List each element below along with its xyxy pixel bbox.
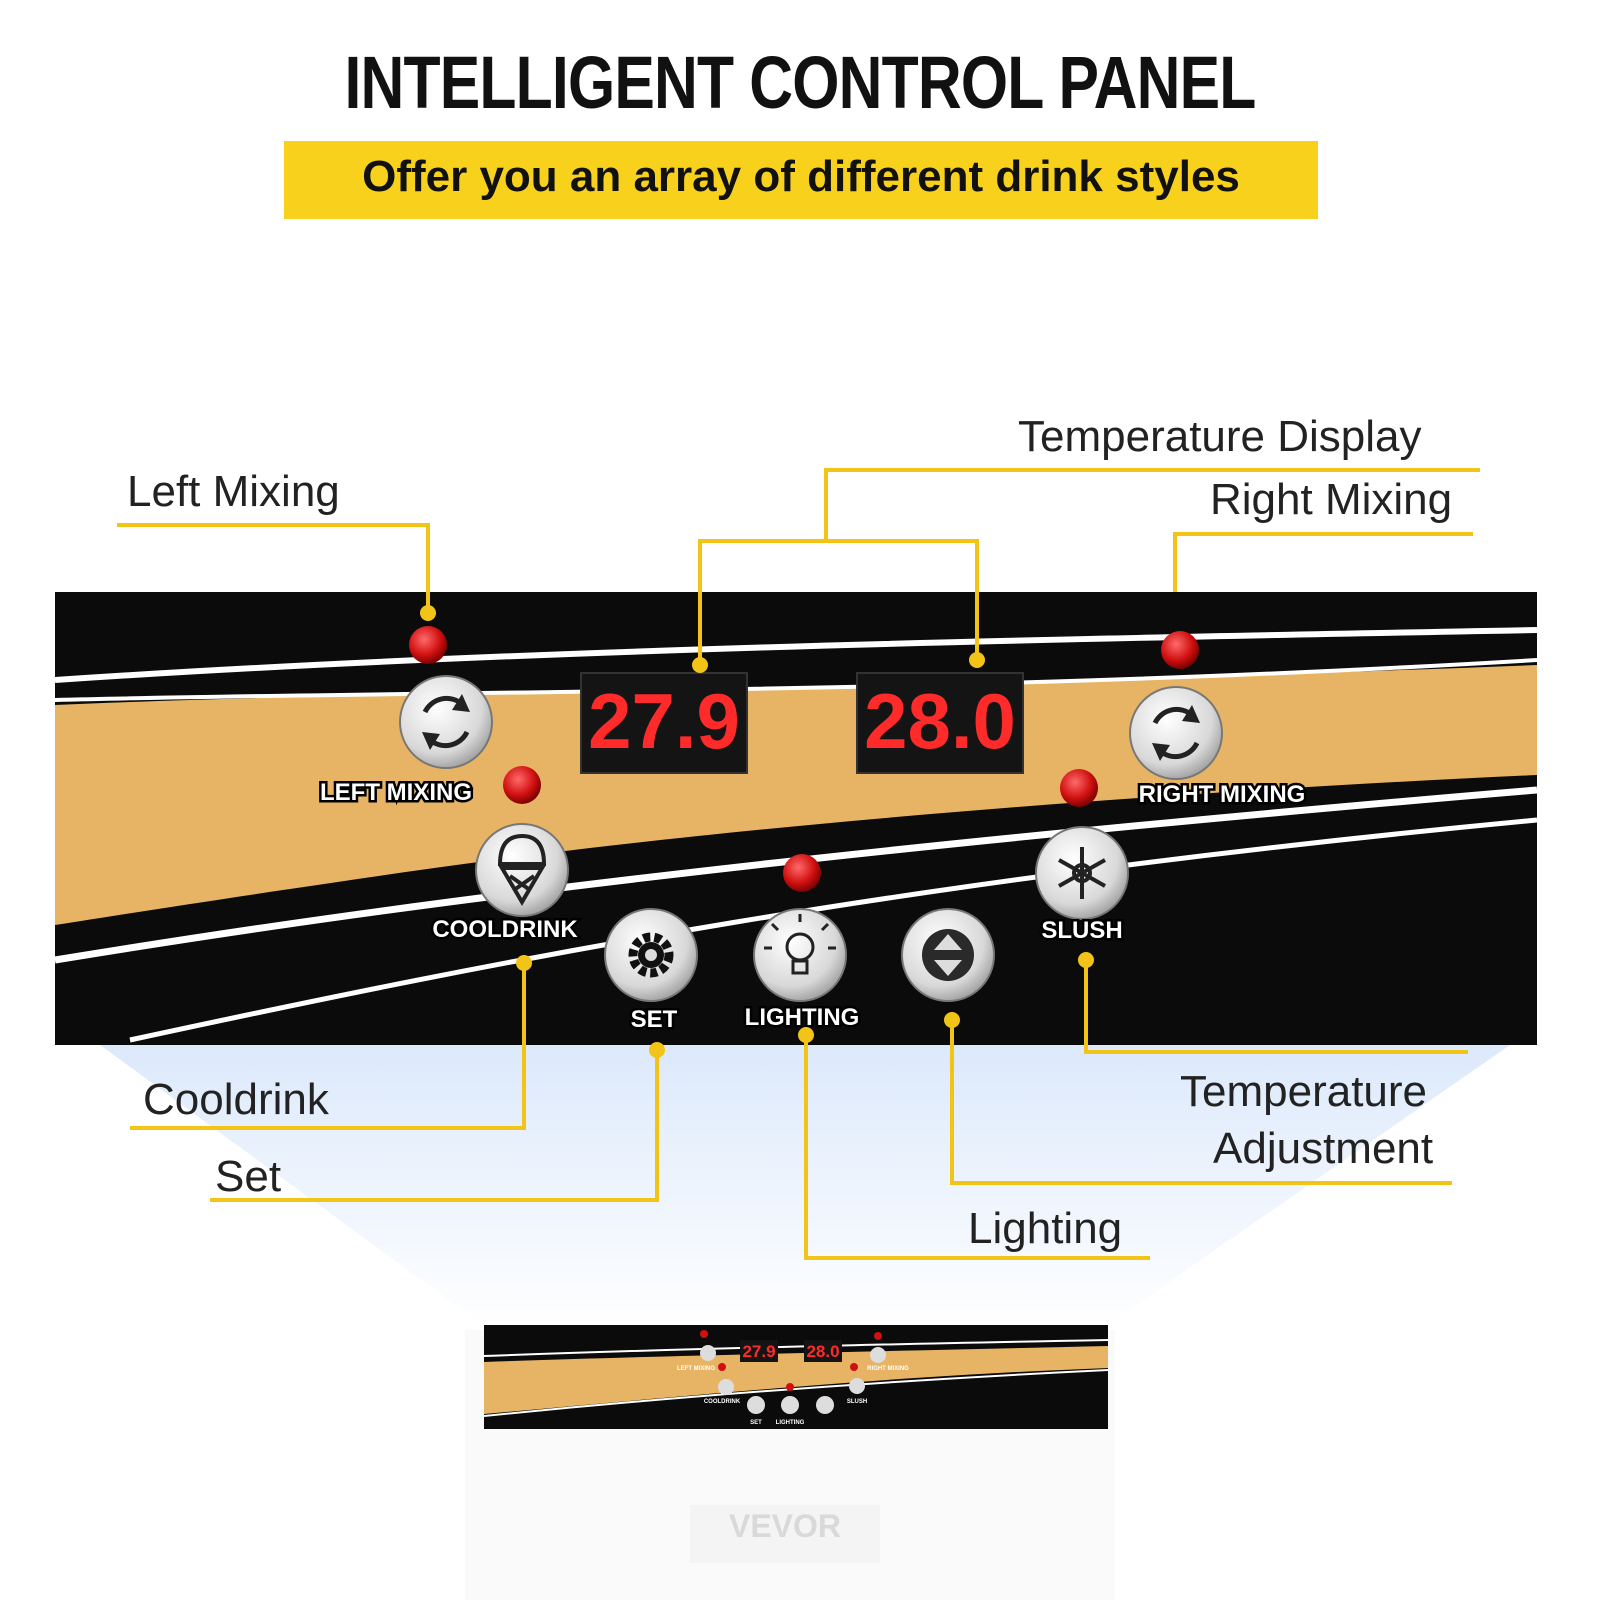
mini-label-left-mixing: LEFT MIXING (677, 1366, 715, 1372)
left-mixing-button[interactable] (399, 675, 493, 769)
panel-label-left-mixing: LEFT MIXING (320, 779, 472, 806)
page-subtitle: Offer you an array of different drink st… (362, 152, 1240, 201)
lighting-button[interactable] (753, 908, 847, 1002)
slush-button[interactable] (1035, 826, 1129, 920)
snowflake-icon (1058, 847, 1106, 899)
subtitle-band (284, 141, 1318, 219)
leader-set (210, 1050, 659, 1202)
callout-right-mixing: Right Mixing (1210, 475, 1453, 524)
mini-control-panel: 27.9 28.0 LEFT MIXING RIGHT MIXING COOLD… (483, 1325, 1109, 1429)
callout-set: Set (215, 1152, 282, 1201)
right-display-value: 28.0 (864, 677, 1016, 765)
set-button[interactable] (604, 908, 698, 1002)
callout-temperature-display: Temperature Display (1018, 412, 1422, 461)
leader-cooldrink (130, 963, 526, 1130)
panel-label-set: SET (631, 1006, 678, 1033)
mini-label-lighting: LIGHTING (776, 1420, 805, 1426)
light-bulb-icon (764, 914, 836, 975)
callout-leader-lines (117, 468, 1480, 1260)
ice-cream-icon (497, 833, 547, 906)
callout-temperature-adjustment-2: Adjustment (1213, 1124, 1434, 1173)
mini-label-right-mixing: RIGHT MIXING (867, 1366, 909, 1372)
panel-label-lighting: LIGHTING (745, 1004, 860, 1031)
callout-left-mixing: Left Mixing (127, 467, 340, 516)
panel-label-cooldrink: COOLDRINK (432, 916, 578, 943)
refresh-icon (422, 694, 470, 750)
panel-label-right-mixing: RIGHT MIXING (1139, 781, 1306, 808)
right-temperature-display: 28.0 (856, 672, 1024, 774)
leader-slush (1084, 960, 1468, 1054)
right-mixing-led (1161, 631, 1199, 669)
arrow-up-down-icon (922, 929, 974, 981)
left-mixing-led (409, 626, 447, 664)
mini-label-slush: SLUSH (847, 1399, 867, 1405)
mini-right-display: 28.0 (806, 1342, 839, 1361)
mini-left-display: 27.9 (742, 1342, 775, 1361)
right-mixing-indicator-led (1060, 769, 1098, 807)
brand-plate (690, 1505, 880, 1563)
brand-logo: VEVOR (728, 1508, 842, 1544)
callout-temperature-adjustment-1: Temperature (1180, 1067, 1428, 1116)
cooldrink-button[interactable] (475, 823, 569, 917)
leader-lighting (804, 1035, 1150, 1260)
left-mixing-indicator-led (503, 766, 541, 804)
leader-right-mixing (1173, 532, 1473, 592)
callout-lighting: Lighting (968, 1204, 1123, 1253)
left-display-value: 27.9 (588, 677, 740, 765)
callout-cooldrink: Cooldrink (143, 1075, 329, 1124)
leader-temp-adjust (950, 1020, 1452, 1185)
panel-label-slush: SLUSH (1041, 917, 1122, 944)
gear-icon (628, 932, 674, 978)
right-mixing-button[interactable] (1129, 686, 1223, 780)
lighting-led (783, 854, 821, 892)
left-temperature-display: 27.9 (580, 672, 748, 774)
leader-temp-display-right (826, 539, 979, 660)
mini-label-set: SET (750, 1420, 762, 1426)
page-title: INTELLIGENT CONTROL PANEL (344, 41, 1256, 124)
mini-label-cooldrink: COOLDRINK (704, 1399, 741, 1405)
temperature-adjust-button[interactable] (901, 908, 995, 1002)
refresh-icon (1152, 705, 1200, 761)
leader-left-mixing (117, 523, 430, 613)
